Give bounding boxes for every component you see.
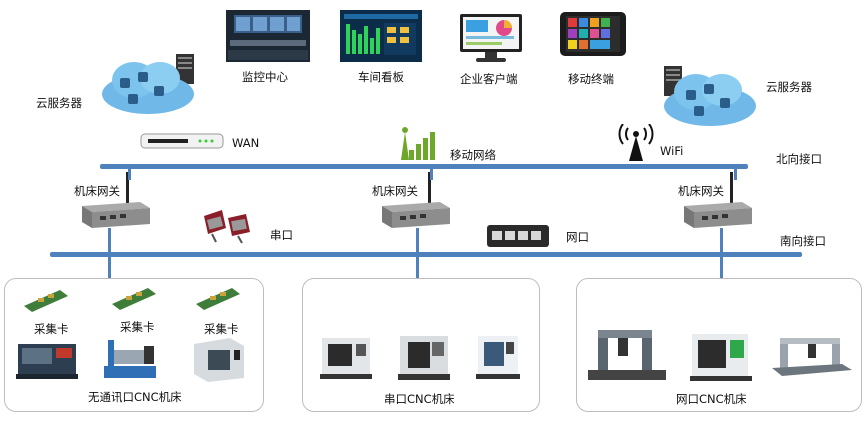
gantry-machine-icon bbox=[588, 330, 666, 380]
machining-center-icon bbox=[398, 336, 450, 380]
ethernet-label: 网口 bbox=[566, 230, 589, 244]
group-middle-link bbox=[416, 256, 419, 278]
mobile-signal-icon bbox=[401, 127, 435, 160]
lathe-machine-icon bbox=[16, 344, 78, 379]
machining-center-icon bbox=[320, 338, 372, 379]
gateway-middle-label: 机床网关 bbox=[372, 184, 418, 198]
lathe-machine-icon bbox=[104, 340, 156, 378]
enterprise-client-label: 企业客户端 bbox=[460, 72, 518, 86]
workshop-board-label: 车间看板 bbox=[358, 70, 404, 84]
cloud-server-right-label: 云服务器 bbox=[766, 80, 812, 94]
cloud-server-left-icon bbox=[102, 54, 194, 114]
cloud-server-right-icon bbox=[664, 66, 756, 126]
monitor-center-label: 监控中心 bbox=[242, 70, 288, 84]
gateway-right-label: 机床网关 bbox=[678, 184, 724, 198]
acquisition-card-label-3: 采集卡 bbox=[204, 322, 239, 336]
acquisition-card-label-2: 采集卡 bbox=[120, 320, 155, 334]
gateway-middle-device-icon bbox=[382, 172, 450, 228]
enterprise-client-icon bbox=[460, 14, 522, 62]
machining-center-icon bbox=[690, 334, 752, 381]
ethernet-switch-icon bbox=[487, 225, 549, 247]
northbound-bus-line bbox=[100, 164, 748, 169]
group-serial-label: 串口CNC机床 bbox=[384, 392, 455, 406]
group-no-comm-label: 无通讯口CNC机床 bbox=[88, 390, 182, 404]
wan-router-icon bbox=[140, 133, 224, 149]
tablet-icon bbox=[560, 12, 626, 56]
wifi-antenna-icon bbox=[618, 124, 654, 161]
acquisition-card-icon bbox=[24, 290, 68, 312]
gateway-left-downlink bbox=[108, 228, 111, 252]
group-right-link bbox=[720, 256, 723, 278]
gateway-left-device-icon bbox=[82, 172, 150, 228]
mobile-network-label: 移动网络 bbox=[450, 148, 496, 162]
southbound-bus-line bbox=[50, 252, 802, 257]
workshop-board-icon bbox=[340, 10, 422, 62]
gateway-middle-uplink bbox=[430, 168, 433, 180]
gateway-left-label: 机床网关 bbox=[74, 184, 120, 198]
machining-center-icon bbox=[476, 336, 520, 379]
wan-label: WAN bbox=[232, 136, 260, 150]
group-left-link bbox=[108, 256, 111, 278]
cloud-server-left-label: 云服务器 bbox=[36, 96, 82, 110]
acquisition-card-icon bbox=[112, 288, 156, 310]
gateway-right-uplink bbox=[734, 168, 737, 180]
gateway-right-device-icon bbox=[684, 172, 752, 228]
gateway-left-uplink bbox=[128, 168, 131, 180]
gateway-middle-downlink bbox=[416, 228, 419, 252]
mobile-terminal-label: 移动终端 bbox=[568, 72, 614, 86]
acquisition-card-icon bbox=[196, 288, 240, 310]
southbound-label: 南向接口 bbox=[780, 234, 826, 248]
wifi-label: WiFi bbox=[660, 144, 684, 158]
serial-connector-icon bbox=[204, 210, 250, 244]
serial-label: 串口 bbox=[270, 228, 293, 242]
acquisition-card-label-1: 采集卡 bbox=[34, 322, 69, 336]
gateway-right-downlink bbox=[720, 228, 723, 252]
monitor-center-icon bbox=[226, 10, 310, 62]
gantry-router-icon bbox=[772, 338, 852, 376]
northbound-label: 北向接口 bbox=[776, 152, 822, 166]
group-ethernet-label: 网口CNC机床 bbox=[676, 392, 747, 406]
machining-center-icon bbox=[194, 338, 244, 382]
